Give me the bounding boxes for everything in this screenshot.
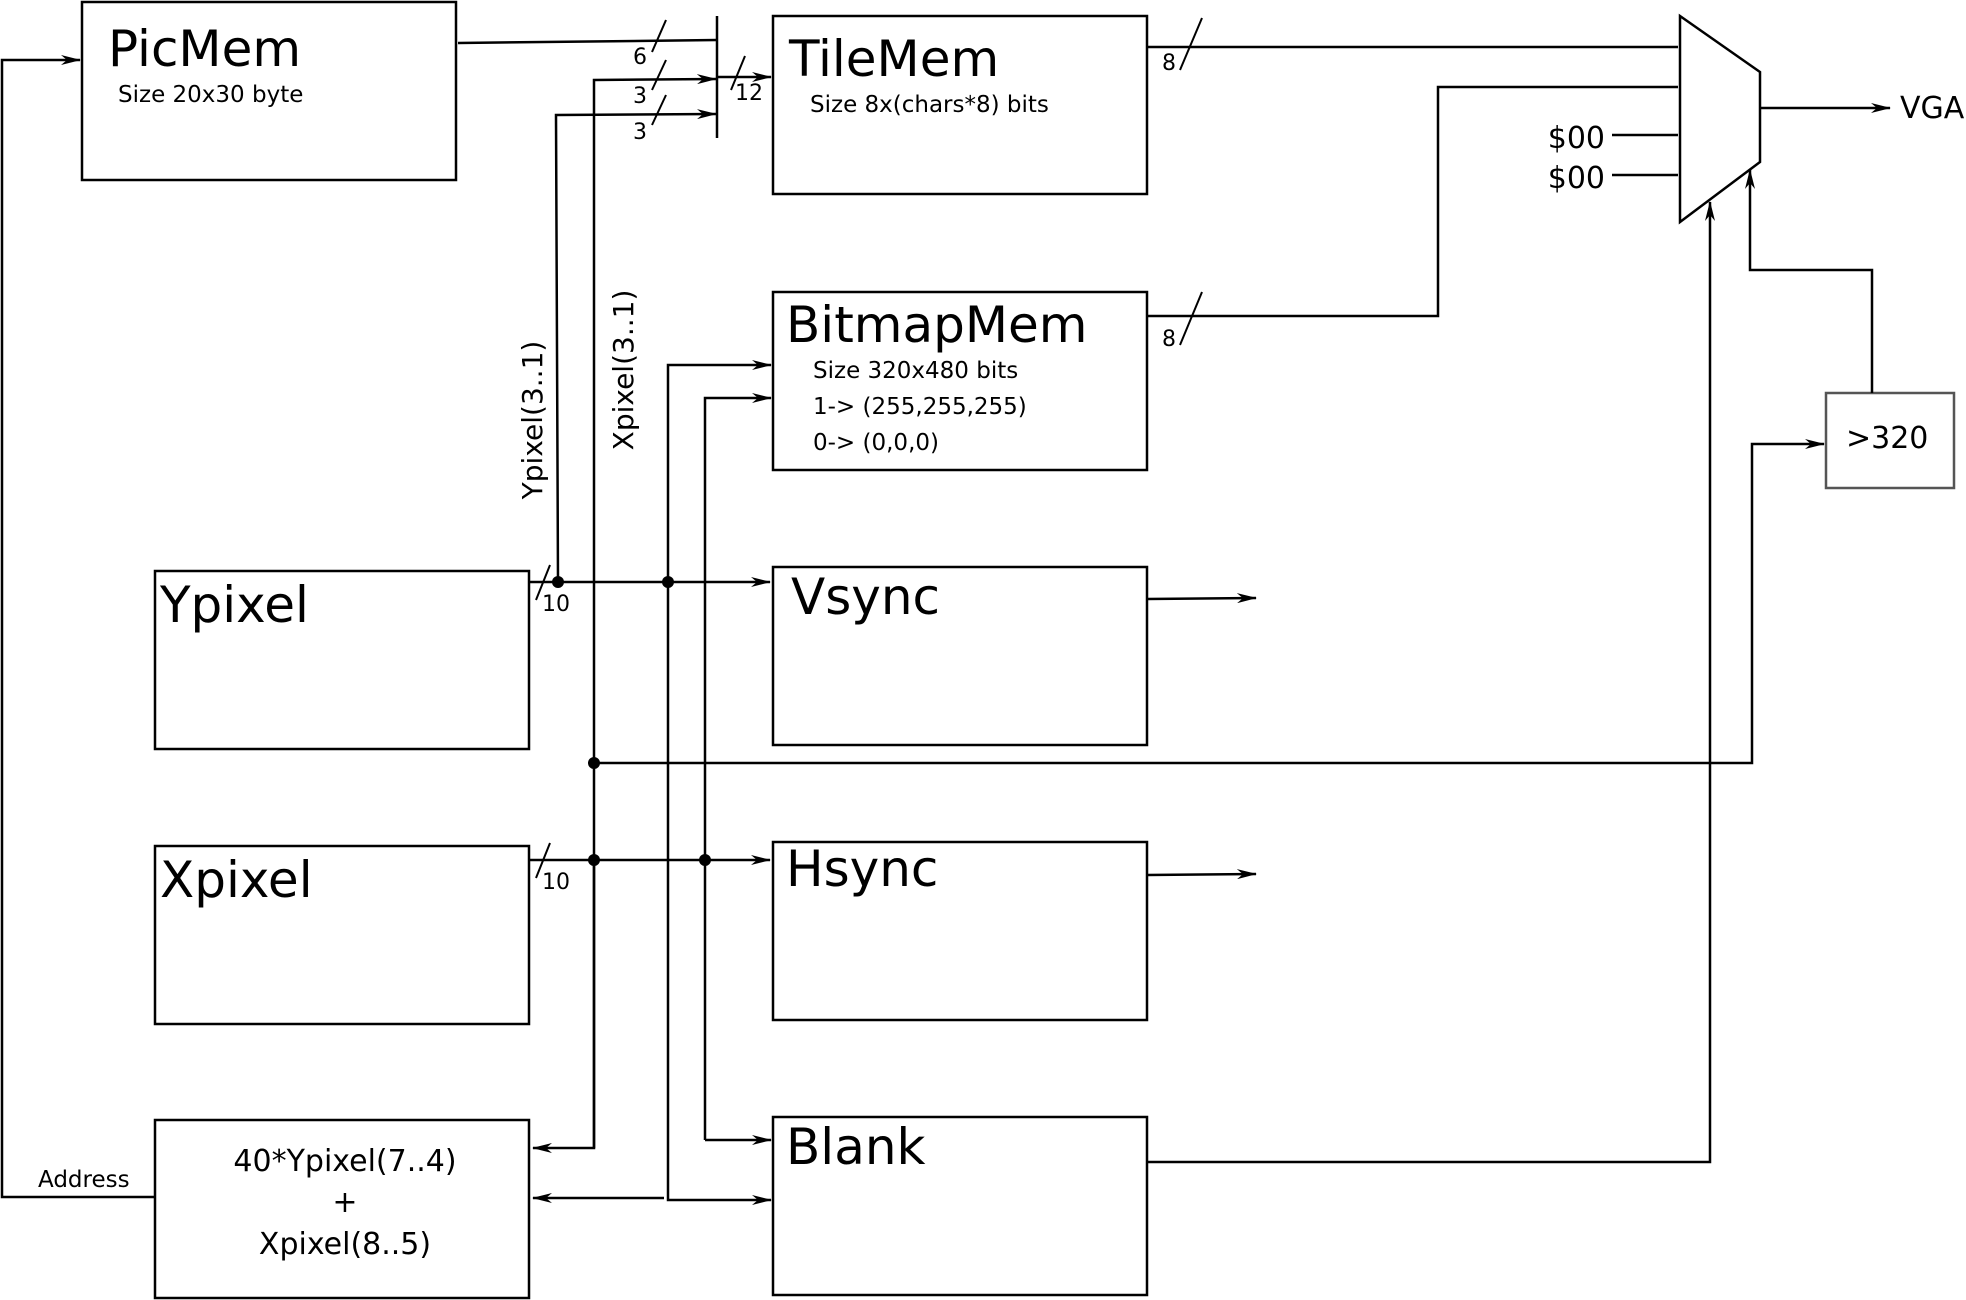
y-bits-width: 3 (633, 120, 647, 145)
xpixel-bus-tick (535, 842, 551, 879)
address-calc-block: 40*Ypixel(7..4) + Xpixel(8..5) (153, 1118, 531, 1300)
bitmapmem-size: Size 320x480 bits (813, 358, 1018, 384)
y-bits-tick (651, 94, 667, 126)
vsync-box (771, 565, 1149, 747)
tile-addr-width: 12 (735, 81, 763, 106)
ypixel-bitmap-wire (666, 360, 772, 582)
ypixel-blank-wire (666, 582, 772, 1205)
bitmapmem-title: BitmapMem (786, 296, 1088, 354)
blank-block: Blank (771, 1115, 1149, 1297)
ypixel-box (153, 569, 531, 751)
ypixel-bits-label: Ypixel(3..1) (516, 341, 549, 501)
vsync-block: Vsync (771, 565, 1149, 747)
picmem-out-wire (457, 38, 718, 45)
tilemem-title: TileMem (788, 30, 999, 88)
picmem-bus-width: 6 (633, 45, 647, 70)
blank-select-wire (1147, 201, 1715, 1164)
hsync-out-wire (1146, 869, 1257, 880)
junction-dot (552, 576, 564, 588)
vga-label: VGA (1900, 91, 1965, 126)
junction-dot (662, 576, 674, 588)
bitmap-out-tick (1179, 291, 1203, 346)
ypixel-title: Ypixel (159, 576, 309, 634)
tilemem-block: TileMem Size 8x(chars*8) bits (771, 14, 1149, 196)
xpixel-bus-width: 10 (542, 870, 570, 895)
hsync-block: Hsync (771, 840, 1149, 1022)
xpixel-bits-wire (592, 74, 717, 1148)
compare-title: >320 (1846, 421, 1928, 456)
compare-box (1824, 391, 1956, 490)
blank-title: Blank (786, 1118, 926, 1176)
junction-dot (588, 757, 600, 769)
address-calc-box (153, 1118, 531, 1300)
vsync-out-wire (1146, 593, 1257, 604)
bitmap-out-wire (1147, 85, 1678, 318)
address-loop-wire (0, 55, 155, 1199)
address-label: Address (38, 1167, 130, 1193)
ypixel-block: Ypixel (153, 569, 531, 751)
address-calc-line3: Xpixel(8..5) (259, 1227, 431, 1262)
ypixel-bus-tick (535, 564, 551, 601)
picmem-size: Size 20x30 byte (118, 82, 303, 108)
bitmapmem-map1: 1-> (255,255,255) (813, 394, 1027, 420)
xpixel-bitmap-wire (703, 393, 772, 1140)
bitmap-out-width: 8 (1162, 327, 1176, 352)
junction-dot (588, 854, 600, 866)
bitmapmem-block: BitmapMem Size 320x480 bits 1-> (255,255… (771, 290, 1149, 472)
compare-select-wire (1745, 169, 1874, 393)
hsync-title: Hsync (786, 840, 938, 898)
const1-label: $00 (1548, 121, 1605, 156)
junction-dot (699, 854, 711, 866)
xpixel-box (153, 844, 531, 1026)
const2-label: $00 (1548, 161, 1605, 196)
compare-block: >320 (1824, 391, 1956, 490)
xpixel-compare-wire (594, 439, 1825, 765)
vsync-title: Vsync (791, 568, 940, 626)
hsync-box (771, 840, 1149, 1022)
bitmapmem-map0: 0-> (0,0,0) (813, 430, 939, 456)
blank-box (771, 1115, 1149, 1297)
mux-shape (1678, 13, 1762, 225)
picmem-bus-tick (651, 19, 667, 53)
xpixel-block: Xpixel (153, 844, 531, 1026)
address-calc-line1: 40*Ypixel(7..4) (233, 1144, 456, 1179)
tilemem-box (771, 14, 1149, 196)
tilemem-size: Size 8x(chars*8) bits (810, 92, 1049, 118)
x-bits-tick (651, 59, 667, 91)
tile-addr-tick (730, 55, 746, 91)
tile-out-width: 8 (1162, 51, 1176, 76)
xpixel-title: Xpixel (160, 851, 313, 909)
ypixel-bits-wire (554, 109, 717, 583)
picmem-block: PicMem Size 20x30 byte (80, 0, 458, 182)
xpixel-bits-label: Xpixel(3..1) (607, 290, 640, 451)
picmem-title: PicMem (108, 20, 301, 78)
x-bits-width: 3 (633, 84, 647, 109)
ypixel-bus-width: 10 (542, 592, 570, 617)
tile-out-tick (1179, 17, 1203, 71)
address-calc-line2: + (332, 1185, 357, 1220)
xpixel-address-wire (532, 860, 596, 1153)
bitmapmem-box (771, 290, 1149, 472)
picmem-box (80, 0, 458, 182)
